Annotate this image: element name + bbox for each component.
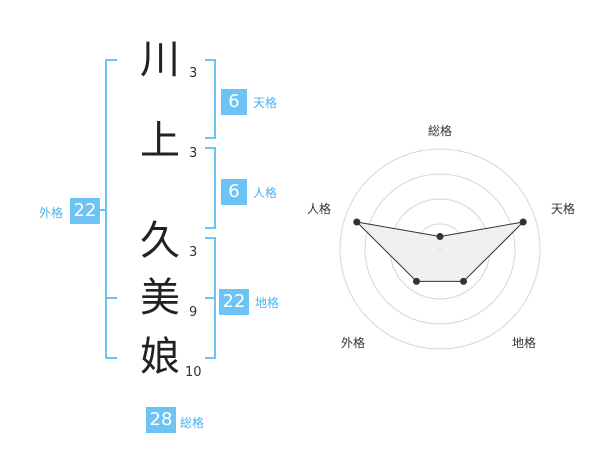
gaikaku-label: 外格 xyxy=(39,206,64,220)
jinkaku-badge: 6 xyxy=(221,179,247,205)
radar-point-3 xyxy=(460,277,467,285)
radar-axis-label-jinkaku: 人格 xyxy=(307,202,332,216)
gaikaku-badge: 22 xyxy=(70,198,100,224)
tenkaku-bracket xyxy=(205,59,216,139)
soukaku-badge: 28 xyxy=(146,407,176,433)
given-char-3-strokes: 10 xyxy=(185,365,202,380)
chikaku-label: 地格 xyxy=(255,296,280,310)
radar-axis-label-soukaku: 総格 xyxy=(428,124,453,138)
given-char-2-strokes: 9 xyxy=(189,305,198,320)
radar-point-2 xyxy=(519,218,527,226)
radar-point-4 xyxy=(413,277,420,285)
radar-point-1 xyxy=(436,233,444,240)
radar-point-5 xyxy=(353,218,361,226)
radar-polygon xyxy=(355,221,525,282)
surname-char-1-strokes: 3 xyxy=(189,66,198,81)
radar-axis-label-gaikaku: 外格 xyxy=(341,336,366,350)
radar-ring-4 xyxy=(339,148,541,350)
surname-char-1: 川 xyxy=(140,37,180,83)
surname-char-2-strokes: 3 xyxy=(189,146,198,161)
given-char-2: 美 xyxy=(140,275,180,321)
soukaku-label: 総格 xyxy=(180,416,205,430)
tenkaku-label: 天格 xyxy=(253,96,278,110)
radar-ring-3 xyxy=(364,173,516,325)
radar-axis-label-chikaku: 地格 xyxy=(512,336,537,350)
given-char-3: 娘 xyxy=(140,334,180,380)
tenkaku-badge: 6 xyxy=(221,89,247,115)
radar-axis-label-tenkaku: 天格 xyxy=(551,202,576,216)
jinkaku-label: 人格 xyxy=(253,186,278,200)
given-char-1: 久 xyxy=(140,218,180,264)
jinkaku-bracket xyxy=(205,147,216,229)
chikaku-badge: 22 xyxy=(219,289,249,315)
surname-char-2: 上 xyxy=(140,118,180,164)
given-char-1-strokes: 3 xyxy=(189,245,198,260)
